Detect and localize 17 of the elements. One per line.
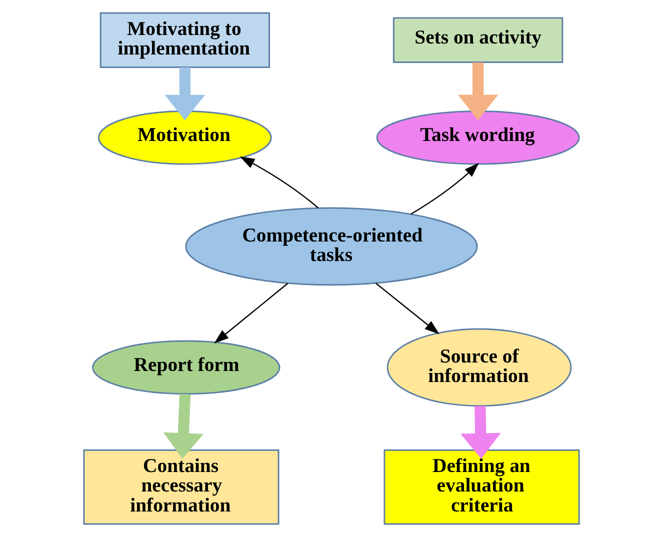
arrow <box>214 282 288 344</box>
arrow <box>239 156 318 208</box>
node-box: Sets on activity <box>392 17 563 64</box>
arrow <box>162 394 204 459</box>
node-ellipse: Source of information <box>386 328 572 407</box>
arrow <box>457 62 498 120</box>
node-box: Contains necessary information <box>82 449 279 525</box>
arrow <box>164 67 205 120</box>
node-box: Defining an evaluation criteria <box>383 449 580 525</box>
node-ellipse: Task wording <box>376 110 580 165</box>
arrow <box>460 406 500 459</box>
arrow <box>410 162 479 215</box>
arrow <box>374 282 439 334</box>
node-ellipse: Motivation <box>97 110 272 165</box>
node-ellipse: Report form <box>92 340 280 395</box>
node-box: Motivating to implementation <box>99 12 270 68</box>
node-ellipse: Competence-oriented tasks <box>184 207 478 286</box>
